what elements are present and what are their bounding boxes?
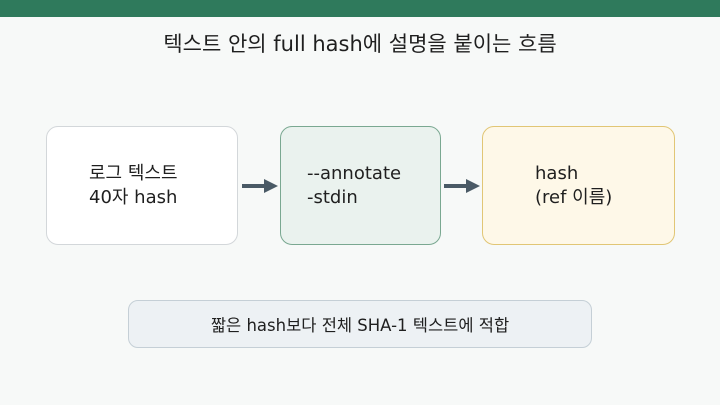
log-text-box: 로그 텍스트 40자 hash [46, 126, 238, 245]
arrow-right-icon [242, 179, 278, 193]
log-box-line-1: 로그 텍스트 [89, 162, 178, 184]
page-title: 텍스트 안의 full hash에 설명을 붙이는 흐름 [163, 32, 557, 56]
output-box-line-2: (ref 이름) [535, 186, 613, 208]
output-box-line-1: hash [535, 162, 579, 184]
command-box-line-1: --annotate [307, 162, 402, 184]
note-box: 짧은 hash보다 전체 SHA-1 텍스트에 적합 [128, 300, 592, 348]
note-text: 짧은 hash보다 전체 SHA-1 텍스트에 적합 [210, 316, 510, 335]
arrow-right-icon [444, 179, 480, 193]
annotate-stdin-box: --annotate -stdin [280, 126, 441, 245]
command-box-line-2: -stdin [307, 186, 358, 208]
top-accent-bar [0, 0, 720, 17]
hash-ref-output-box: hash (ref 이름) [482, 126, 675, 245]
log-box-line-2: 40자 hash [89, 186, 178, 208]
